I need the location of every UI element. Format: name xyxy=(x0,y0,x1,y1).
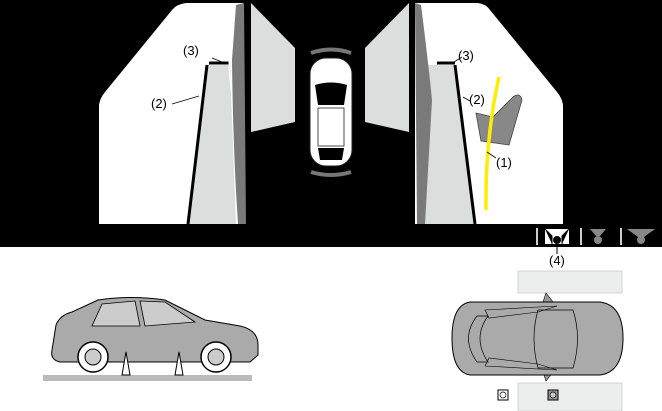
right-vehicle-side xyxy=(415,3,432,224)
vehicle-top-view xyxy=(451,270,624,411)
callout-3-right: (3) xyxy=(458,48,474,63)
left-vehicle-width-line xyxy=(186,64,209,225)
cone-rear xyxy=(174,351,184,376)
yellow-guide-line xyxy=(484,76,501,211)
vehicle-side-view xyxy=(43,297,259,381)
left-vehicle-side xyxy=(232,3,246,224)
callout-2-left: (2) xyxy=(151,96,167,111)
front-view-icon[interactable] xyxy=(590,229,606,244)
right-side-camera-view xyxy=(365,3,563,225)
left-guide-area xyxy=(188,65,236,224)
right-panel xyxy=(365,3,409,132)
view-mode-bar xyxy=(536,228,655,245)
right-guide-area xyxy=(420,65,475,224)
left-panel xyxy=(251,3,295,132)
callout-2-right: (2) xyxy=(469,92,485,107)
left-side-camera-view xyxy=(99,3,295,225)
cone-front xyxy=(121,351,131,376)
callout-4: (4) xyxy=(549,253,565,268)
callout-3-left: (3) xyxy=(183,43,199,58)
vehicle-top-icon xyxy=(309,47,353,177)
traffic-cone xyxy=(475,94,523,146)
top-view-icon[interactable] xyxy=(627,229,655,244)
callout-1: (1) xyxy=(496,155,512,170)
right-vehicle-width-line xyxy=(453,64,477,225)
front-wide-view-icon[interactable] xyxy=(544,228,570,244)
sensor-indicator-off xyxy=(497,389,509,401)
